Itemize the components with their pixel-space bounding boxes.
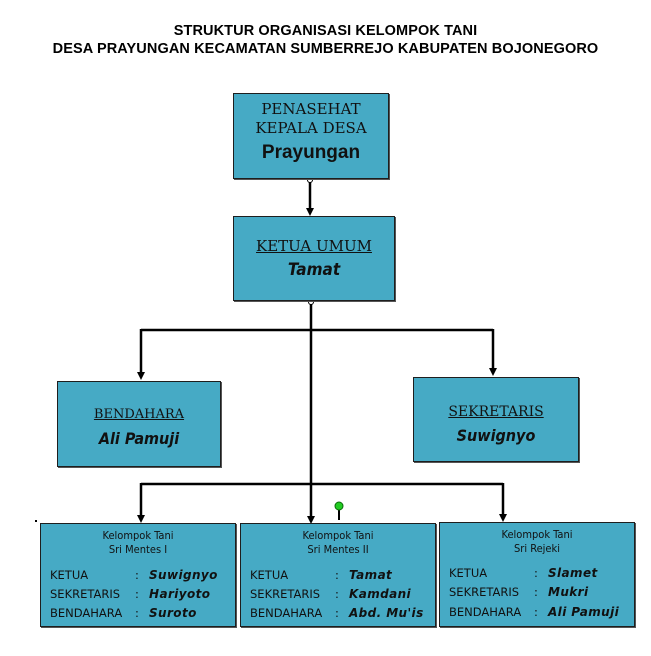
row-value: Suwignyo [149, 568, 218, 582]
bendahara-name: Ali Pamuji [98, 429, 180, 448]
row-value: Ali Pamuji [548, 605, 620, 619]
ketua-umum-box: KETUA UMUM Tamat [233, 216, 395, 301]
sekretaris-box: SEKRETARIS Suwignyo [413, 377, 579, 462]
row-label: BENDAHARA [50, 606, 123, 620]
penasehat-box: PENASEHAT KEPALA DESA Prayungan [233, 93, 389, 179]
row-value: Mukri [548, 585, 589, 599]
group-box-sri-mentes-1: Kelompok Tani Sri Mentes I KETUA: Suwigny… [40, 523, 236, 627]
group-1-row-bendahara: BENDAHARA: Suroto [50, 606, 197, 620]
row-colon: : [534, 566, 538, 580]
group-1-head-1: Kelompok Tani [102, 529, 174, 542]
ketua-umum-role: KETUA UMUM [256, 237, 372, 255]
group-box-sri-mentes-2: Kelompok Tani Sri Mentes II KETUA:Tamat … [240, 523, 436, 627]
group-2-row-sekretaris: SEKRETARIS: Kamdani [250, 587, 411, 601]
bendahara-role: BENDAHARA [93, 407, 185, 422]
row-colon: : [135, 587, 139, 601]
row-colon: : [135, 568, 139, 582]
row-label: BENDAHARA [449, 605, 522, 619]
row-value: Abd. Mu'is [349, 606, 424, 620]
row-colon: : [534, 605, 538, 619]
group-3-head-1: Kelompok Tani [501, 528, 573, 541]
row-colon: : [335, 606, 339, 620]
row-label: SEKRETARIS [250, 587, 321, 601]
group-3-row-bendahara: BENDAHARA: Ali Pamuji [449, 605, 619, 619]
penasehat-role-1: PENASEHAT [261, 100, 361, 118]
row-value: Kamdani [349, 587, 412, 601]
row-value: Hariyoto [149, 587, 211, 601]
row-value: Tamat [349, 568, 393, 582]
group-1-row-sekretaris: SEKRETARIS: Hariyoto [50, 587, 210, 601]
row-value: Slamet [548, 566, 598, 580]
group-2-head-2: Sri Mentes II [307, 543, 369, 556]
title-line-1: STRUKTUR ORGANISASI KELOMPOK TANI [173, 23, 478, 39]
row-label: KETUA [250, 568, 289, 582]
row-label: SEKRETARIS [449, 585, 520, 599]
penasehat-name: Prayungan [261, 142, 361, 163]
group-3-row-ketua: KETUA: Slamet [449, 566, 598, 580]
sekretaris-name: Suwignyo [456, 426, 536, 445]
group-2-row-bendahara: BENDAHARA: Abd. Mu'is [250, 606, 424, 620]
penasehat-role-2: KEPALA DESA [255, 119, 367, 137]
row-colon: : [534, 585, 538, 599]
group-2-head-1: Kelompok Tani [302, 529, 374, 542]
row-label: KETUA [50, 568, 89, 582]
row-value: Suroto [149, 606, 197, 620]
group-2-row-ketua: KETUA: Tamat [250, 568, 392, 582]
group-1-head-2: Sri Mentes I [108, 543, 168, 556]
row-label: BENDAHARA [250, 606, 323, 620]
group-3-head-2: Sri Rejeki [513, 542, 561, 555]
row-colon: : [135, 606, 139, 620]
group-box-sri-rejeki: Kelompok Tani Sri Rejeki KETUA: Slamet SE… [439, 522, 635, 627]
sekretaris-role: SEKRETARIS [448, 404, 544, 420]
group-3-row-sekretaris: SEKRETARIS: Mukri [449, 585, 589, 599]
rotate-handle-icon [334, 501, 344, 511]
row-label: SEKRETARIS [50, 587, 121, 601]
row-colon: : [335, 587, 339, 601]
bendahara-box: BENDAHARA Ali Pamuji [57, 381, 221, 467]
ketua-umum-name: Tamat [287, 260, 341, 280]
group-1-row-ketua: KETUA: Suwignyo [50, 568, 218, 582]
row-colon: : [335, 568, 339, 582]
row-label: KETUA [449, 566, 488, 580]
title-line-2: DESA PRAYUNGAN KECAMATAN SUMBERREJO KABU… [52, 41, 599, 57]
